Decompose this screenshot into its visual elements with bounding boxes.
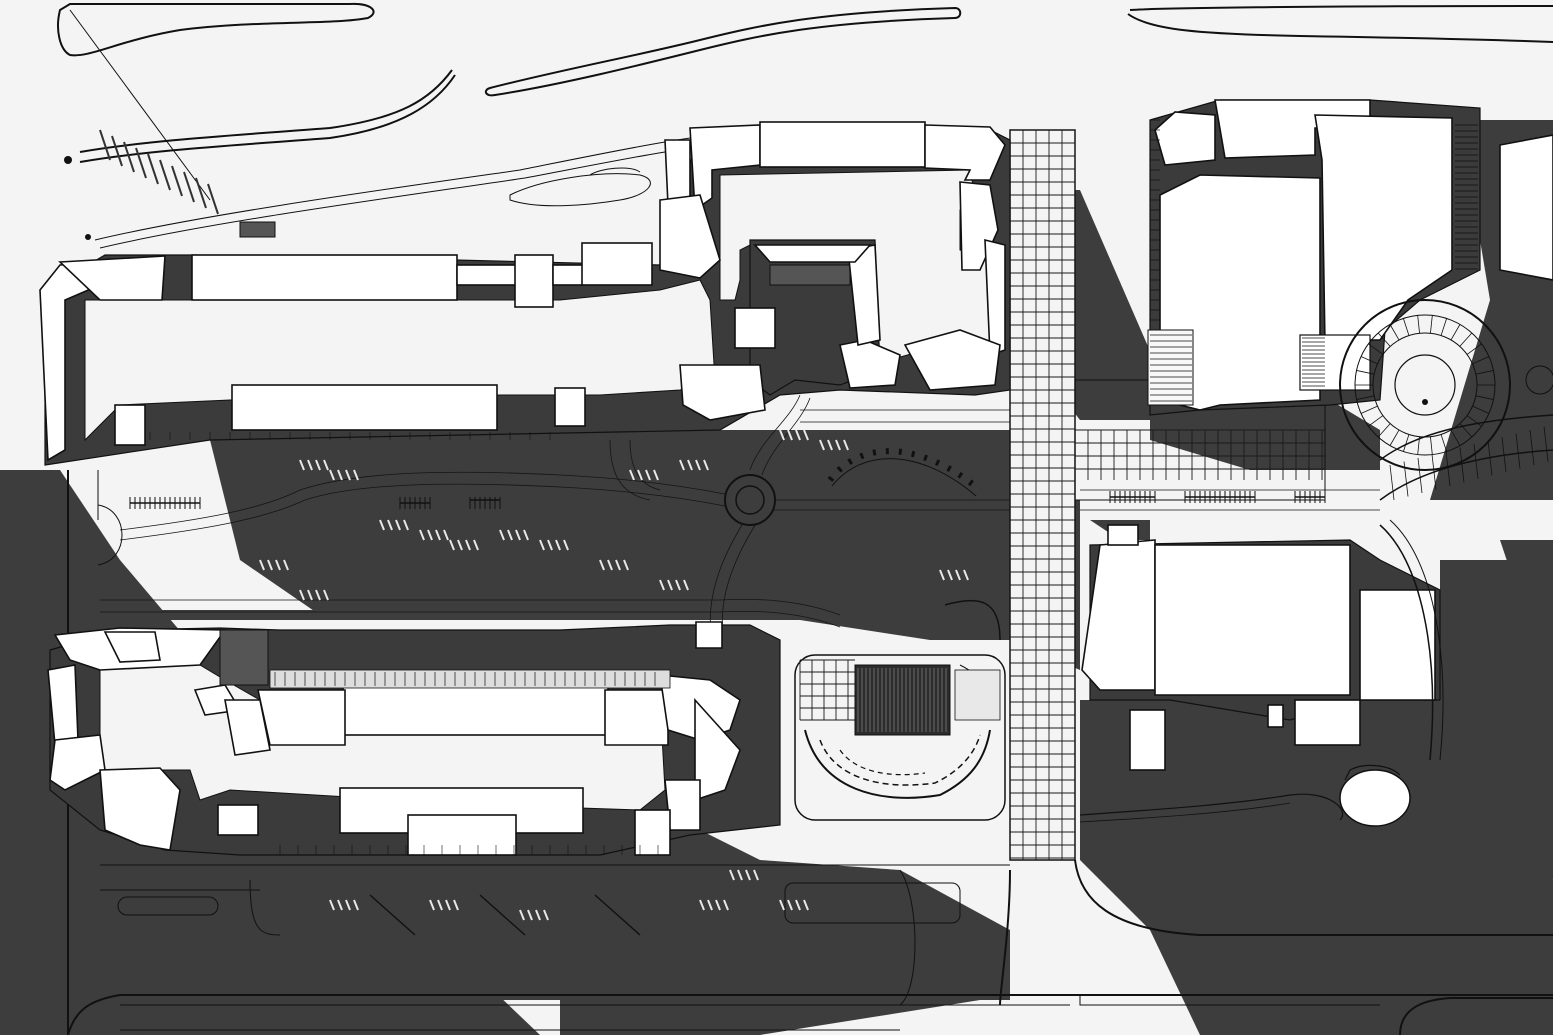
- south-building-block: [47, 621, 781, 856]
- circular-node: [724, 474, 776, 526]
- paved-grid-street: [1009, 129, 1326, 861]
- central-plaza: [100, 394, 1380, 921]
- cylindrical-kiosk: [1339, 764, 1411, 827]
- north-building-block: [39, 121, 1011, 466]
- east-hall-building: [1079, 519, 1444, 827]
- stepped-amphitheater: [794, 599, 1006, 821]
- east-tower-complex: [1147, 99, 1553, 501]
- site-details: [64, 9, 276, 240]
- roads: [57, 2, 1553, 1035]
